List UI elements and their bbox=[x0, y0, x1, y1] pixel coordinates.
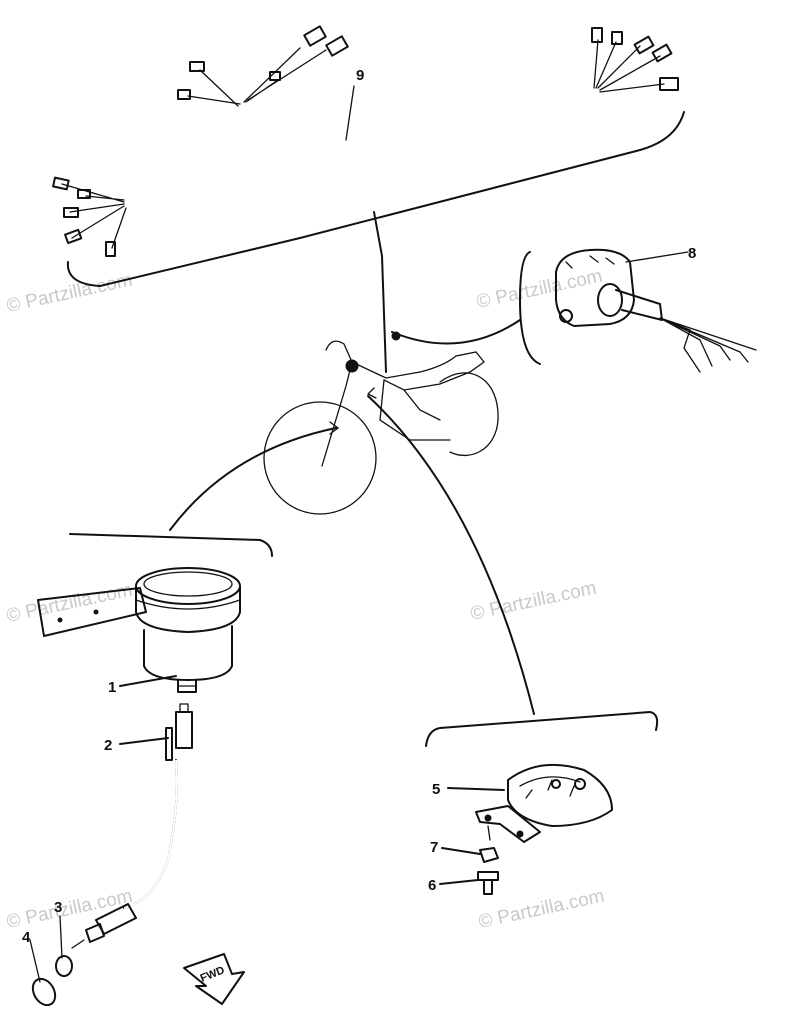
callout-6: 6 bbox=[428, 877, 436, 894]
callout-8: 8 bbox=[688, 245, 696, 262]
horn-group bbox=[367, 387, 659, 895]
callouts: 1 2 3 4 5 6 7 8 9 bbox=[22, 67, 696, 946]
forward-direction-arrow: FWD bbox=[183, 953, 245, 1005]
callout-4: 4 bbox=[22, 929, 31, 946]
handlebar-switch bbox=[519, 248, 757, 373]
wire-harness bbox=[52, 25, 685, 287]
callout-1: 1 bbox=[108, 679, 116, 696]
speedometer-group bbox=[29, 421, 340, 1007]
watermark: © Partzilla.com bbox=[5, 886, 135, 933]
watermark: © Partzilla.com bbox=[477, 886, 607, 933]
callout-3: 3 bbox=[54, 899, 62, 916]
watermark: © Partzilla.com bbox=[475, 266, 605, 313]
callout-9: 9 bbox=[356, 67, 364, 84]
watermark: © Partzilla.com bbox=[5, 270, 135, 317]
watermarks: © Partzilla.com © Partzilla.com © Partzi… bbox=[5, 266, 607, 933]
watermark: © Partzilla.com bbox=[469, 578, 599, 625]
callout-5: 5 bbox=[432, 781, 440, 798]
callout-2: 2 bbox=[104, 737, 112, 754]
callout-7: 7 bbox=[430, 839, 438, 856]
motorcycle-outline bbox=[263, 211, 521, 515]
fwd-label: FWD bbox=[199, 964, 227, 985]
